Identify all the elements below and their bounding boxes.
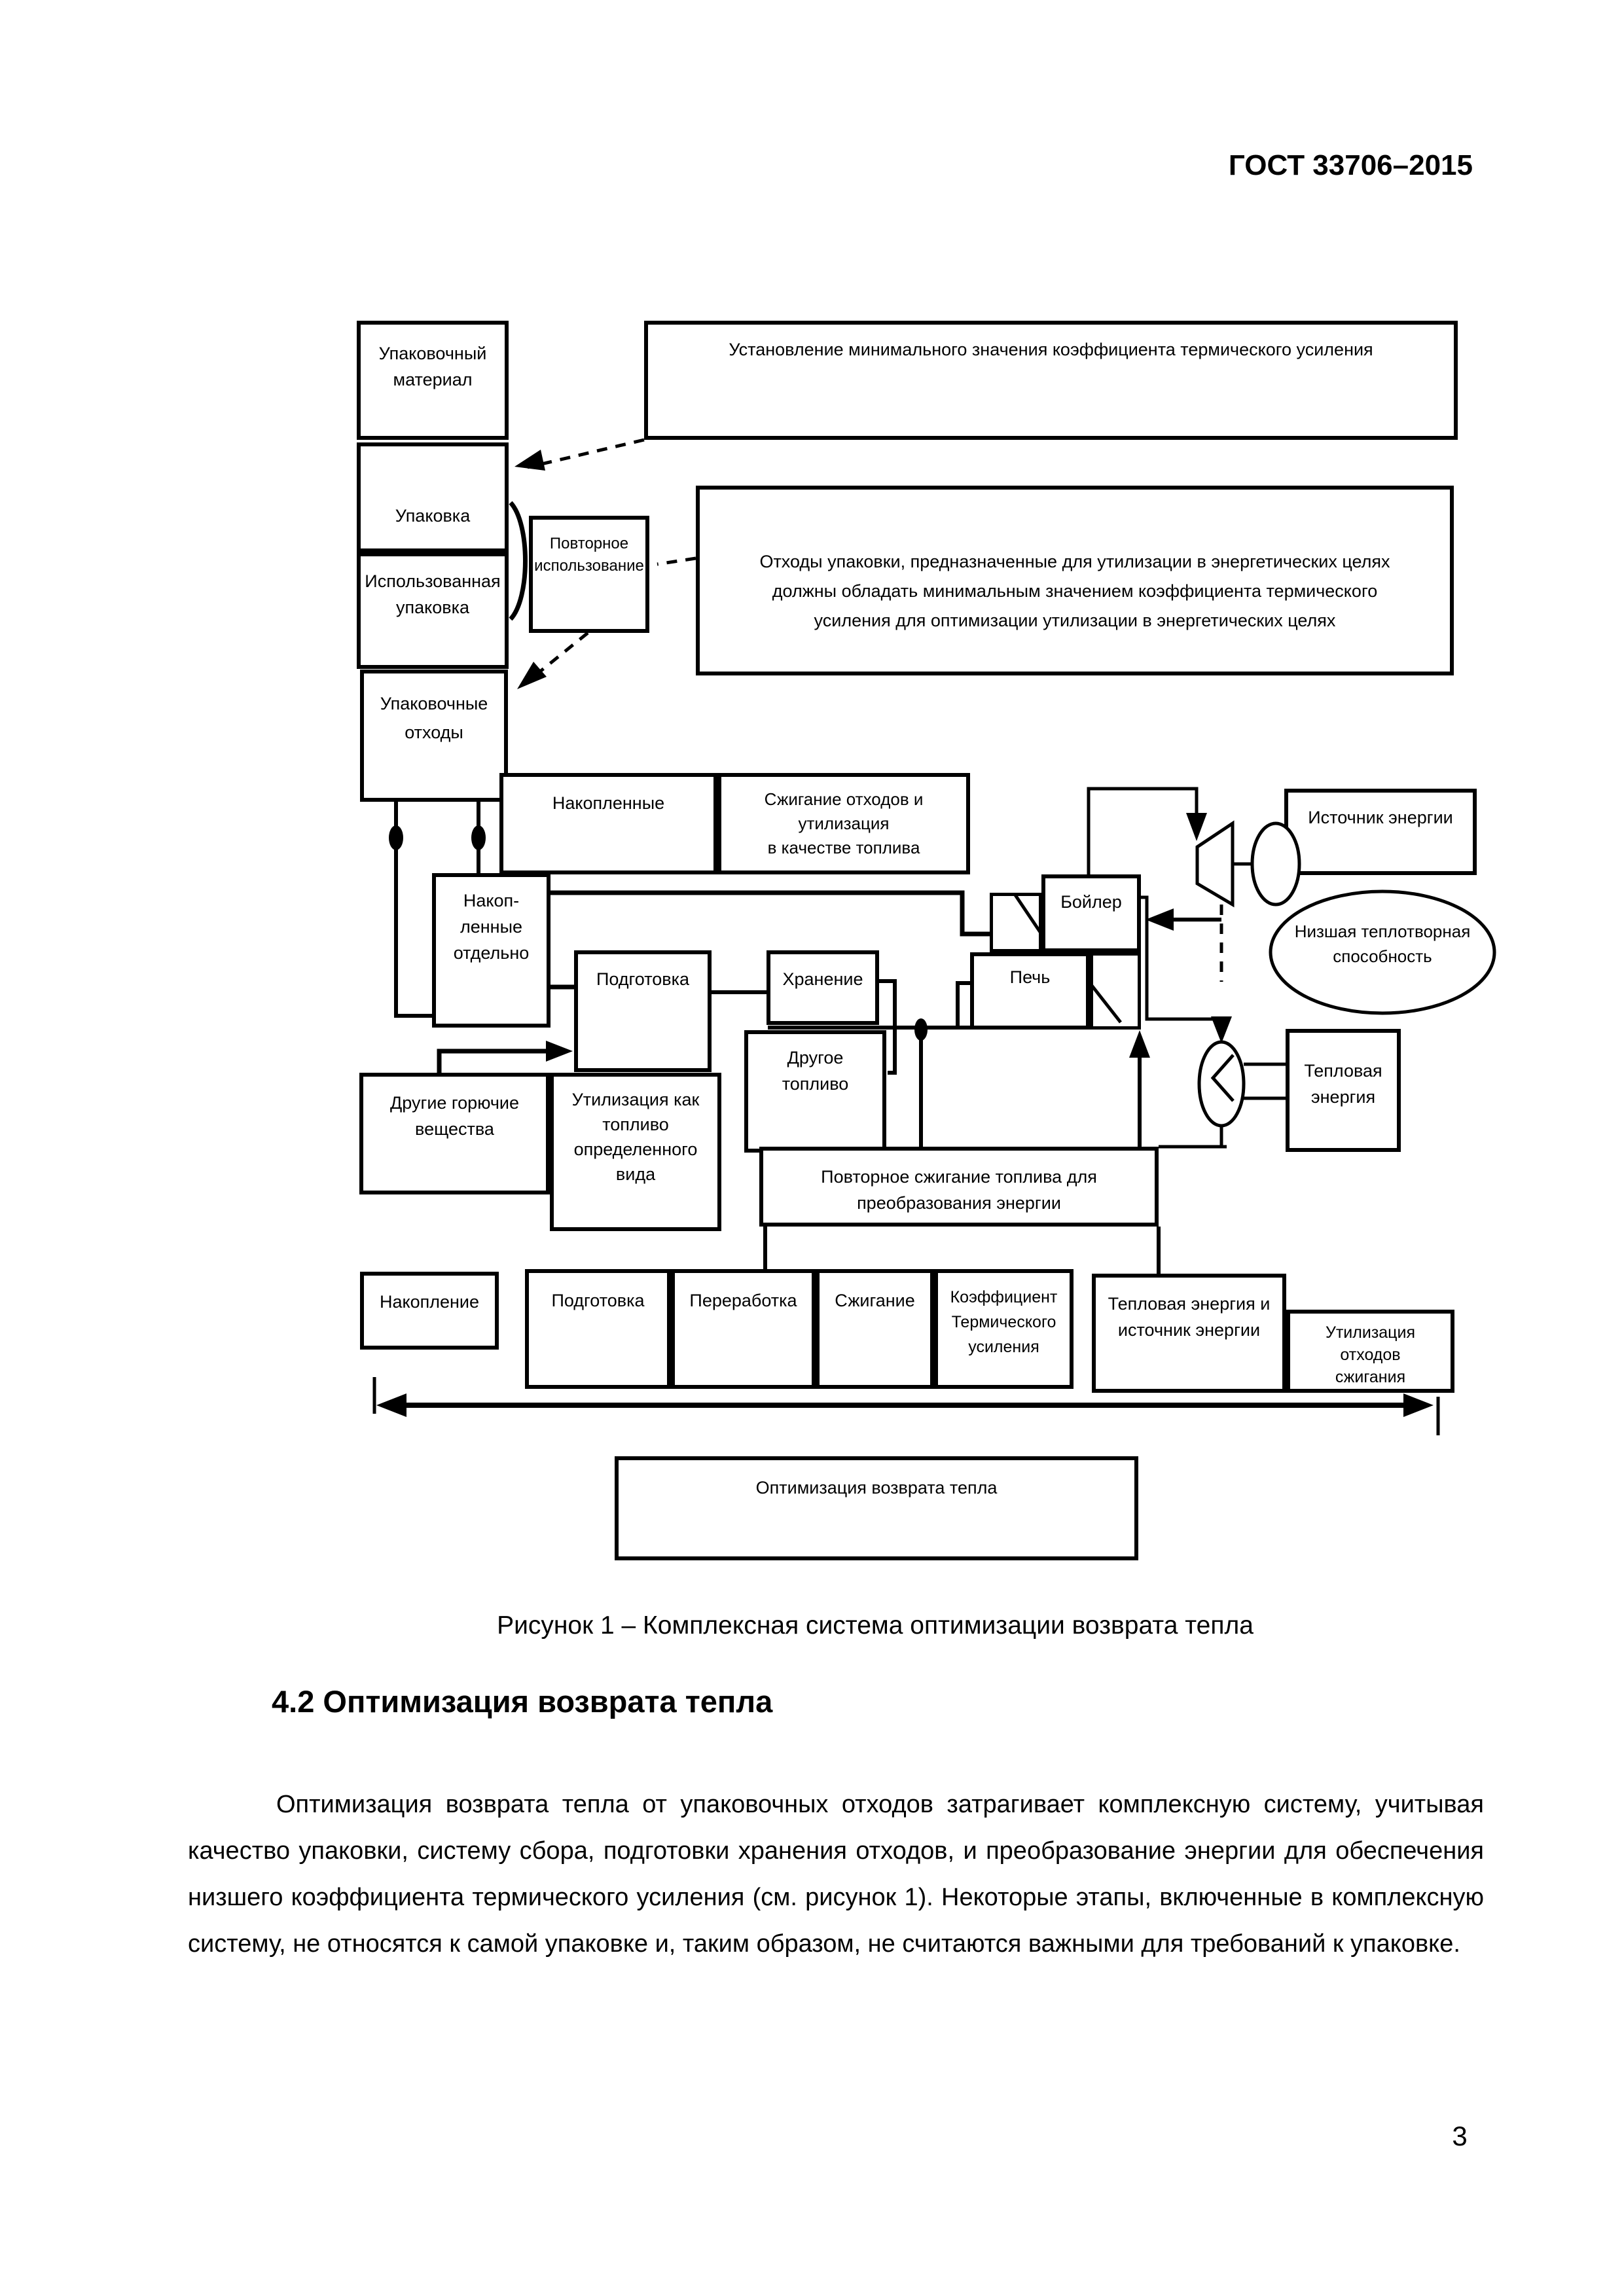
box-other-fuel: Другое топливо	[744, 1030, 886, 1153]
box-row-waste-recovery: Утилизация отходов сжигания	[1286, 1310, 1454, 1393]
arrowhead	[1129, 1030, 1150, 1058]
box-collected: Накопленные	[499, 773, 717, 874]
box-incineration-use: Сжигание отходов и утилизация в качестве…	[717, 773, 970, 874]
heat-exchanger-chevron	[1210, 1054, 1235, 1102]
box-row-preparation: Подготовка	[525, 1269, 671, 1389]
box-waste-requirements: Отходы упаковки, предназначенные для ути…	[696, 486, 1454, 675]
separate-to-boiler-line	[550, 890, 990, 937]
box-row-incineration: Сжигание	[816, 1269, 934, 1389]
arrowhead	[1186, 813, 1207, 841]
heat-exchanger-icon	[1197, 1040, 1246, 1128]
box-packaging-waste: Упаковочные отходы	[360, 670, 508, 802]
arrowhead	[517, 662, 547, 689]
box-other-combustibles: Другие горючие вещества	[359, 1073, 550, 1194]
turbine-icon	[1195, 820, 1235, 908]
document-header: ГОСТ 33706–2015	[1228, 149, 1473, 181]
furnace-right-chamber	[1090, 952, 1141, 1030]
arrowhead	[1146, 908, 1174, 931]
box-optimization: Оптимизация возврата тепла	[615, 1456, 1138, 1560]
box-packaging: Упаковка	[357, 442, 509, 552]
combustibles-to-preparation-line	[437, 1049, 547, 1073]
box-reuse: Повторное использование	[529, 516, 649, 633]
box-boiler: Бойлер	[1041, 874, 1141, 952]
riser-into-furnace	[956, 981, 970, 1028]
box-row-coefficient: Коэффициент Термического усиления	[934, 1269, 1074, 1389]
junction-dot	[389, 825, 403, 850]
page-number: 3	[1452, 2121, 1468, 2151]
figure-caption: Рисунок 1 – Комплексная система оптимиза…	[497, 1611, 1254, 1640]
arrowhead	[546, 1041, 573, 1062]
box-row-processing: Переработка	[671, 1269, 816, 1389]
boiler-to-exchanger-line	[1141, 895, 1221, 1021]
box-re-incineration: Повторное сжигание топлива для преобразо…	[759, 1147, 1159, 1227]
arrowhead	[1211, 1016, 1232, 1043]
label-lower-heating-value: Низшая теплотворная способность	[1294, 922, 1471, 966]
junction-dot	[471, 825, 486, 850]
box-energy-source: Источник энергии	[1284, 789, 1477, 875]
box-thermal-energy: Тепловая энергия	[1286, 1029, 1401, 1152]
box-packaging-material: Упаковочный материал	[357, 321, 509, 440]
boiler-to-turbine-line	[1087, 787, 1199, 874]
arrowhead	[376, 1393, 406, 1417]
box-row-accumulation: Накопление	[360, 1272, 499, 1350]
box-used-packaging: Использованная упаковка	[357, 552, 509, 669]
reuse-loop-arc	[509, 501, 528, 621]
arrowhead	[514, 450, 545, 471]
box-storage: Хранение	[767, 950, 879, 1025]
box-recovery-as-fuel: Утилизация как топливо определенного вид…	[550, 1073, 721, 1231]
box-setting-min-coefficient: Установление минимального значения коэфф…	[644, 321, 1458, 440]
box-furnace: Печь	[970, 952, 1090, 1030]
junction-dot	[914, 1018, 928, 1041]
arrowhead	[1403, 1393, 1434, 1417]
waste-down-line-1	[394, 802, 432, 1018]
section-paragraph: Оптимизация возврата тепла от упаковочны…	[188, 1791, 1484, 1958]
boiler-inlet-chamber	[990, 893, 1042, 952]
box-collected-separately: Накоп- ленные отдельно	[432, 873, 550, 1028]
box-row-thermal-source: Тепловая энергия и источник энергии	[1092, 1274, 1286, 1393]
section-heading: 4.2 Оптимизация возврата тепла	[272, 1684, 773, 1719]
box-preparation: Подготовка	[574, 950, 712, 1072]
